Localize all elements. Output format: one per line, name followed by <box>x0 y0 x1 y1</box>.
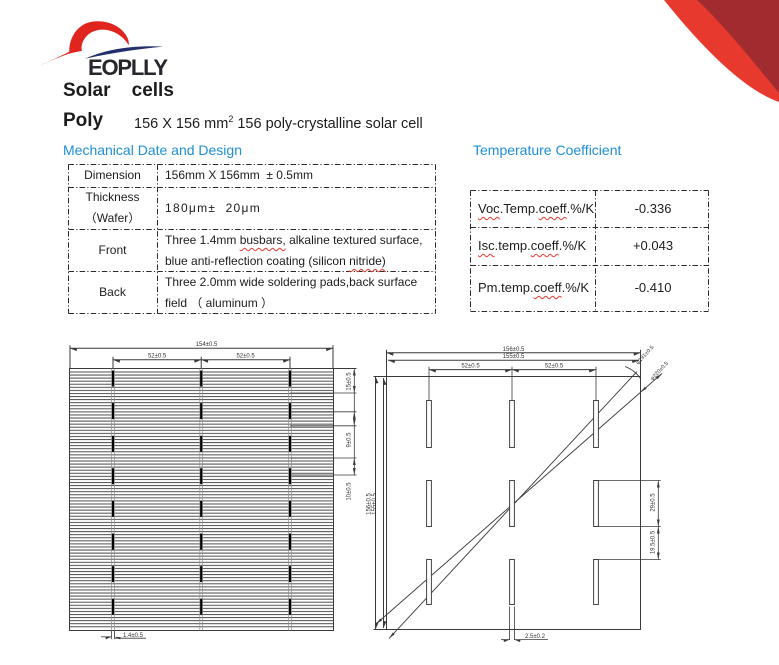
svg-text:156±0.5: 156±0.5 <box>367 493 373 515</box>
svg-text:15±0.5: 15±0.5 <box>346 372 352 391</box>
svg-text:155±0.5: 155±0.5 <box>503 354 525 360</box>
svg-text:156±0.5: 156±0.5 <box>503 347 525 353</box>
svg-text:2.5±0.2: 2.5±0.2 <box>525 634 546 640</box>
svg-text:52±0.5: 52±0.5 <box>461 364 480 370</box>
svg-text:1.4±0.5: 1.4±0.5 <box>123 633 144 639</box>
svg-text:52±0.5: 52±0.5 <box>545 364 564 370</box>
svg-text:52±0.5: 52±0.5 <box>148 354 167 360</box>
svg-text:10±0.5: 10±0.5 <box>346 482 352 501</box>
svg-text:φ191±0.5: φ191±0.5 <box>635 345 655 366</box>
svg-text:19.5±0.5: 19.5±0.5 <box>650 530 656 554</box>
svg-text:φ220±0.5: φ220±0.5 <box>650 361 670 382</box>
svg-text:52±0.5: 52±0.5 <box>236 354 255 360</box>
svg-text:154±0.5: 154±0.5 <box>196 342 218 348</box>
svg-text:9±0.5: 9±0.5 <box>346 432 352 448</box>
svg-text:155±0.5: 155±0.5 <box>372 493 378 515</box>
svg-text:29±0.5: 29±0.5 <box>650 493 656 512</box>
